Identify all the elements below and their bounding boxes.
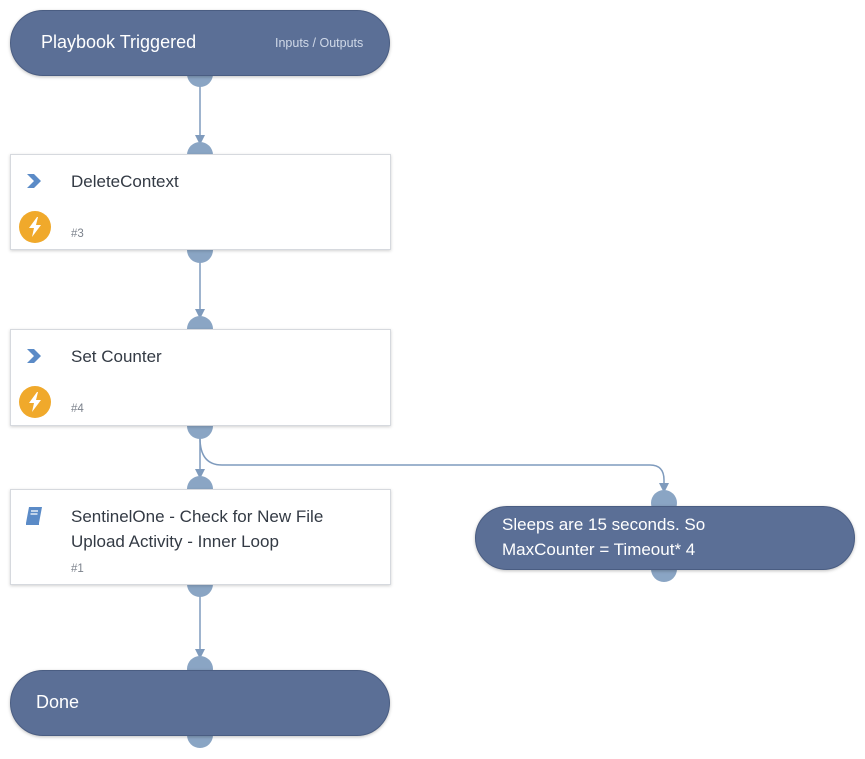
note-line-1: Sleeps are 15 seconds. So [502, 515, 706, 534]
task-number: #3 [71, 228, 84, 240]
task-set-counter[interactable]: Set Counter #4 [10, 329, 391, 426]
task-title-line-1: SentinelOne - Check for New File [71, 507, 324, 526]
note-node[interactable]: Sleeps are 15 seconds. So MaxCounter = T… [475, 506, 855, 570]
task-title-line-2: Upload Activity - Inner Loop [71, 532, 279, 551]
book-icon [26, 507, 42, 525]
task-title: Set Counter [71, 347, 162, 366]
end-node-title: Done [36, 692, 80, 712]
task-delete-context[interactable]: DeleteContext #3 [10, 154, 391, 250]
task-title: DeleteContext [71, 172, 179, 191]
note-text: Sleeps are 15 seconds. So MaxCounter = T… [502, 512, 705, 562]
task-title: SentinelOne - Check for New File Upload … [71, 504, 323, 554]
chevron-right-icon [27, 349, 41, 363]
inputs-outputs-link[interactable]: Inputs / Outputs [275, 36, 364, 50]
task-number: #4 [71, 403, 84, 415]
lightning-bolt-icon [19, 386, 51, 418]
start-node-title: Playbook Triggered [41, 32, 197, 52]
chevron-right-icon [27, 174, 41, 188]
lightning-bolt-icon [19, 211, 51, 243]
end-node[interactable]: Done [10, 670, 390, 736]
start-node[interactable]: Playbook Triggered Inputs / Outputs [10, 10, 390, 76]
note-line-2: MaxCounter = Timeout* 4 [502, 540, 696, 559]
task-sentinelone-check-upload[interactable]: SentinelOne - Check for New File Upload … [10, 489, 391, 585]
edge-setcounter-to-note [199, 437, 669, 493]
task-number: #1 [71, 563, 84, 575]
